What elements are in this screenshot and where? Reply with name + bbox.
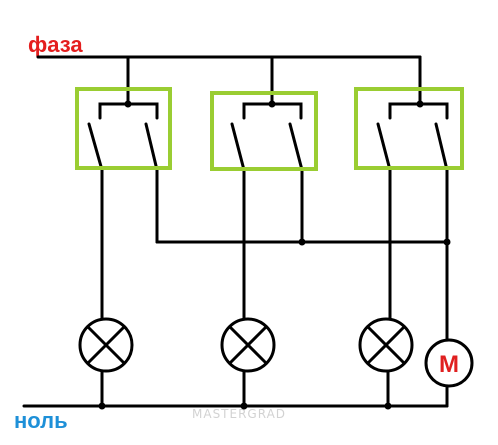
wires	[22, 55, 449, 408]
switch-1-contact-left	[87, 122, 104, 172]
junction-switch-3	[416, 100, 424, 108]
junction-motor-bus-3	[443, 238, 451, 246]
switch-2-frame	[210, 91, 318, 171]
junction-neutral-1	[98, 402, 106, 410]
junction-neutral-3	[384, 402, 392, 410]
lamps	[78, 317, 414, 373]
switch-3-contact-right	[434, 122, 449, 172]
lamp-1-icon	[78, 317, 134, 373]
phase-label: фаза	[28, 32, 83, 57]
watermark: MASTERGRAD	[192, 407, 286, 421]
junction-neutral-2	[240, 402, 248, 410]
neutral-label: ноль	[14, 408, 68, 433]
lamp-2-icon	[220, 317, 276, 373]
junctions	[98, 100, 451, 410]
junction-switch-1	[124, 100, 132, 108]
switch-2-contact-right	[288, 122, 304, 172]
junction-motor-bus-2	[298, 238, 306, 246]
lamp-3-icon	[358, 317, 414, 373]
motor-label: M	[439, 351, 459, 378]
switch-3-contact-left	[376, 122, 392, 172]
switch-3-frame	[354, 87, 464, 170]
switch-1-contact-right	[144, 122, 159, 172]
motor-icon: M	[424, 338, 474, 388]
switch-2-contact-left	[230, 122, 246, 172]
switch-frames	[75, 87, 464, 171]
switch-1-frame	[75, 87, 172, 170]
junction-switch-2	[268, 100, 276, 108]
